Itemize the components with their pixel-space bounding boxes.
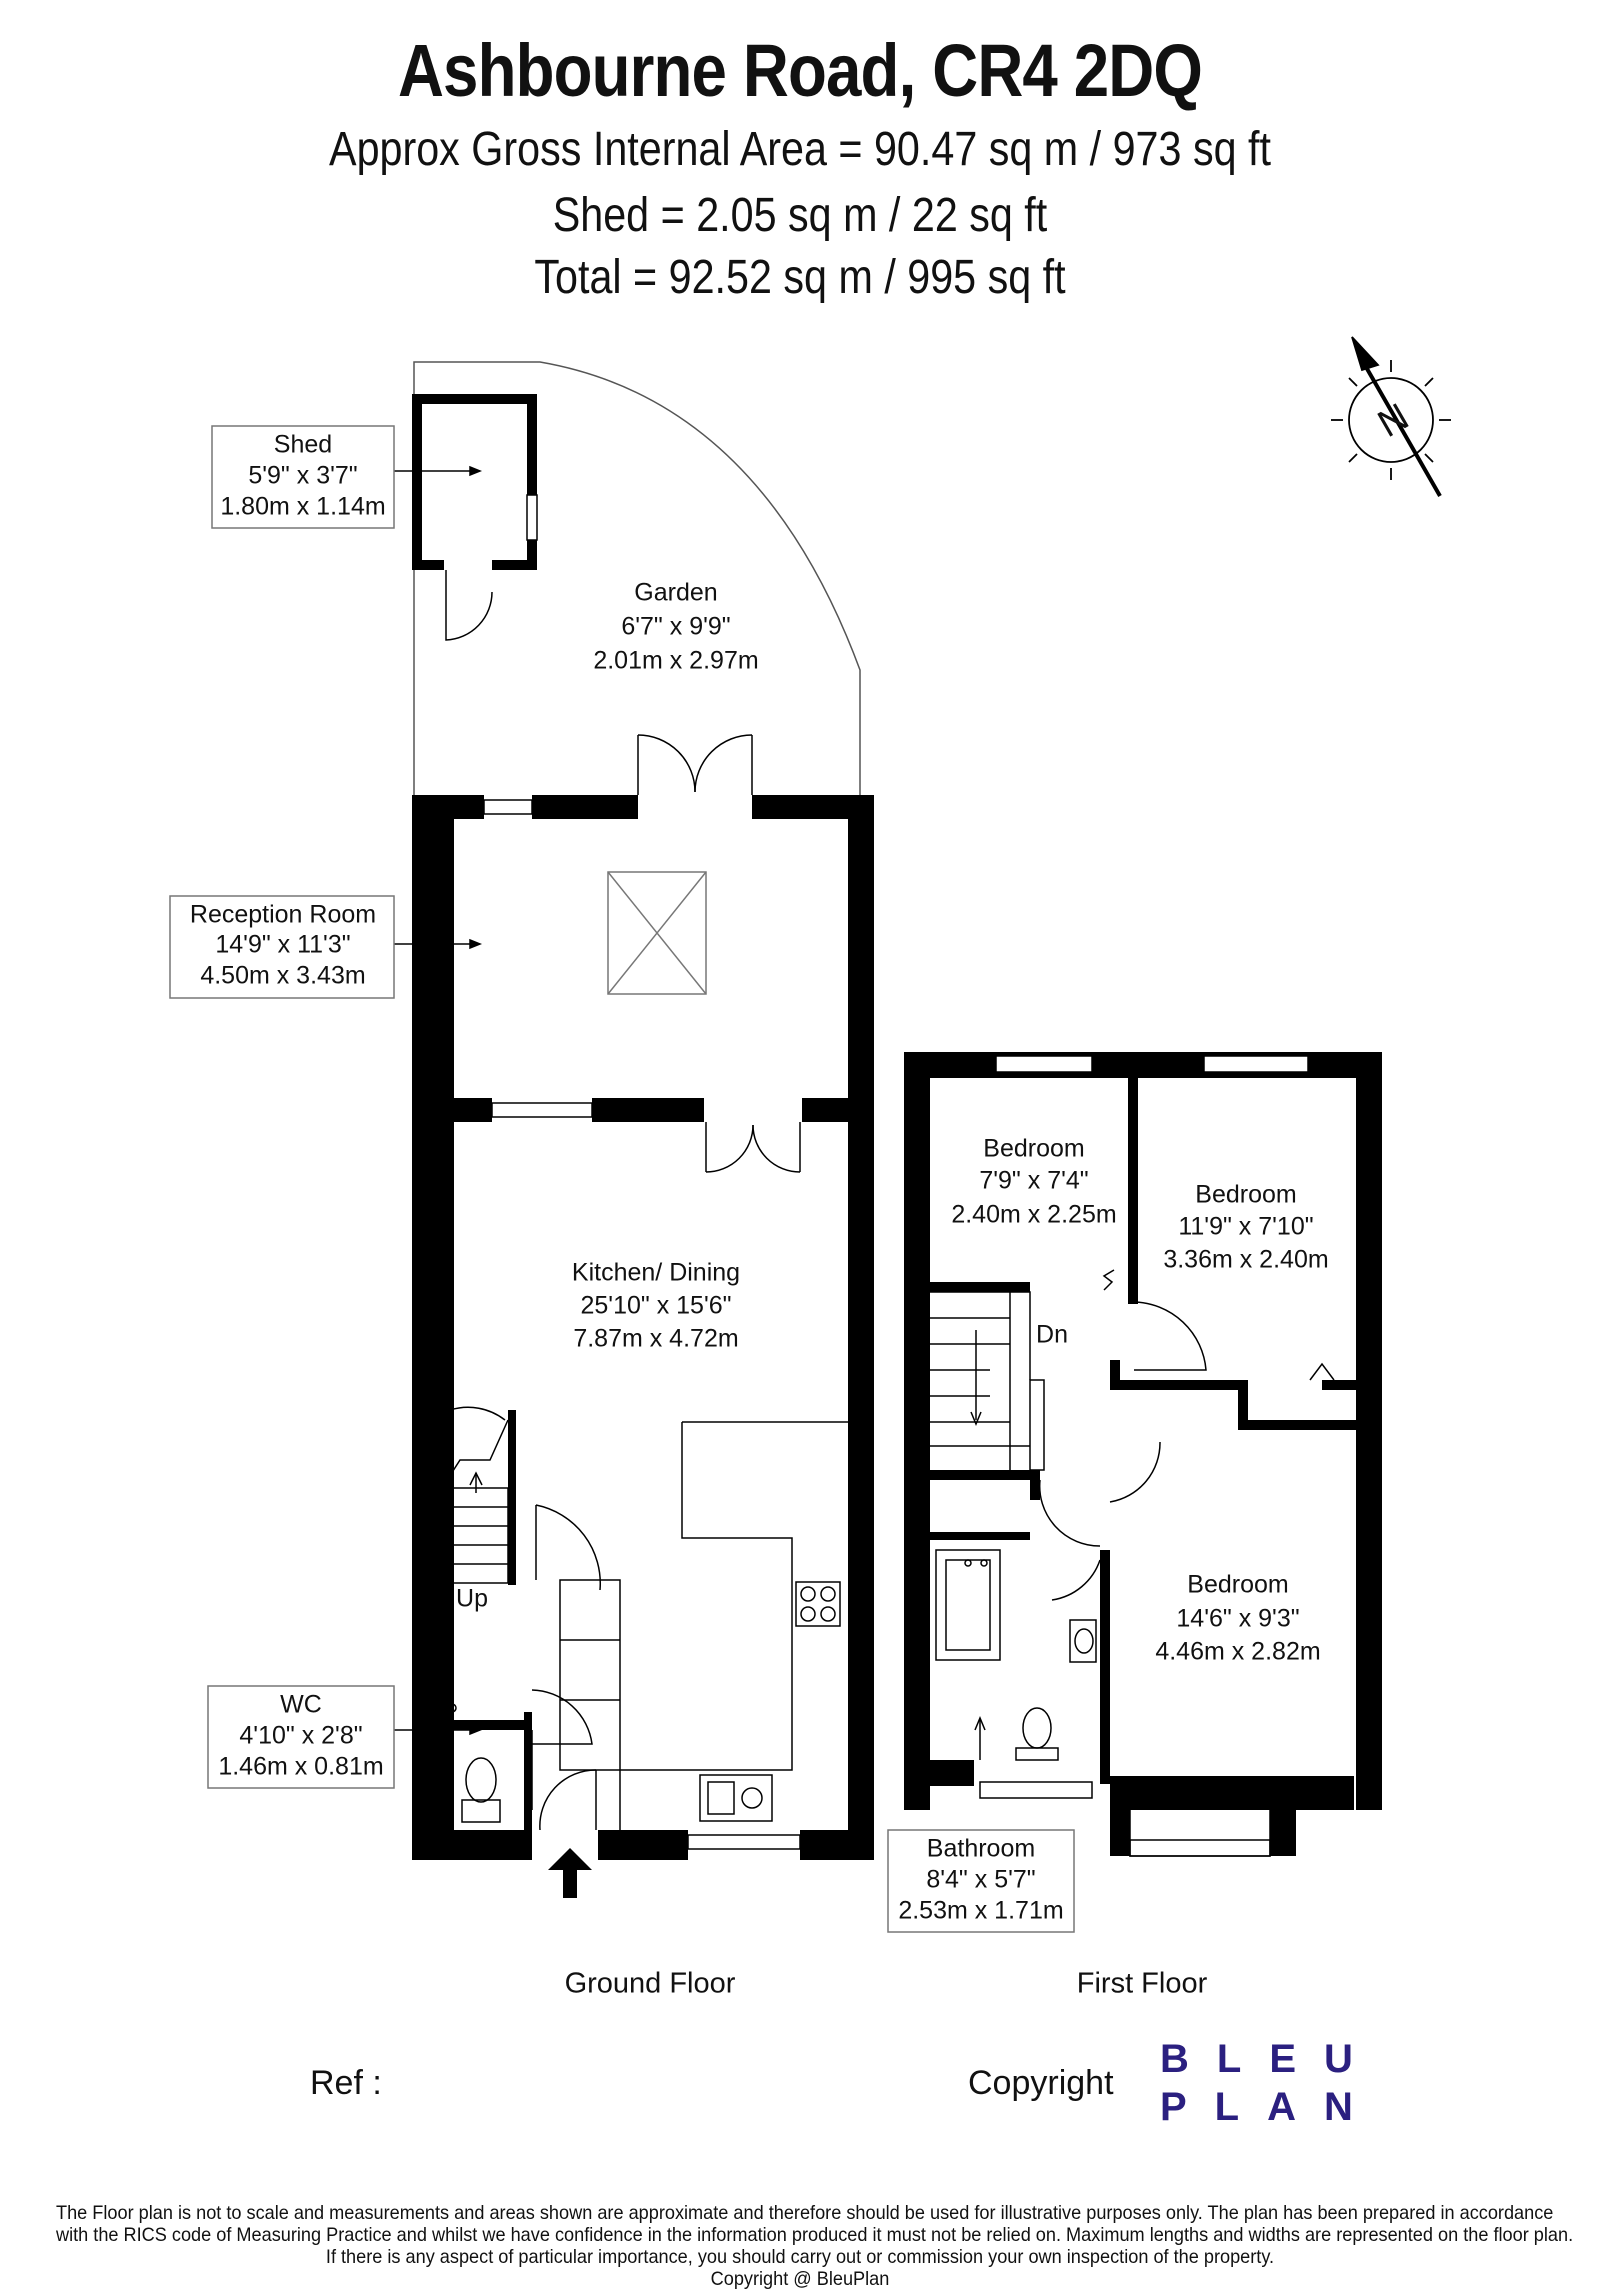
label-arrows (394, 465, 483, 1736)
logo-line-2: PLAN (1160, 2085, 1381, 2129)
wc-fixtures (443, 1688, 501, 1823)
bathroom-metric: 2.53m x 1.71m (898, 1897, 1063, 1925)
shed-label-box: Shed 5'9" x 3'7" 1.80m x 1.14m (211, 425, 395, 529)
total-area-text: Total = 92.52 sq m / 995 sq ft (534, 251, 1066, 304)
garden-outline (413, 361, 861, 795)
ground-stairs (441, 1406, 509, 1584)
garden-name: Garden (634, 579, 717, 607)
logo-line-1: BLEU (1160, 2037, 1381, 2081)
shed (412, 394, 538, 641)
bedroom2-metric: 3.36m x 2.40m (1163, 1246, 1328, 1274)
garden-label: Garden 6'7" x 9'9" 2.01m x 2.97m (593, 579, 758, 675)
bathroom-imperial: 8'4" x 5'7" (926, 1866, 1035, 1894)
wc-metric: 1.46m x 0.81m (218, 1753, 383, 1781)
kitchen-imperial: 25'10" x 15'6" (580, 1292, 731, 1320)
ground-floor-label: Ground Floor (565, 1968, 736, 2000)
shed-imperial: 5'9" x 3'7" (248, 462, 357, 490)
reception-label-box: Reception Room 14'9" x 11'3" 4.50m x 3.4… (169, 895, 395, 999)
disclaimer: The Floor plan is not to scale and measu… (0, 2202, 1600, 2290)
kitchen-metric: 7.87m x 4.72m (573, 1325, 738, 1353)
kitchen-counter (559, 1421, 848, 1830)
gross-area-text: Approx Gross Internal Area = 90.47 sq m … (329, 123, 1271, 176)
first-stairs (930, 1291, 1045, 1471)
wc-name: WC (280, 1691, 322, 1719)
bedroom3-imperial: 14'6" x 9'3" (1176, 1605, 1299, 1633)
bedroom2-name: Bedroom (1195, 1181, 1296, 1209)
kitchen-name: Kitchen/ Dining (572, 1259, 740, 1287)
kitchen-sink (699, 1774, 773, 1822)
first-windows (979, 1055, 1309, 1857)
bay-window (1129, 1810, 1271, 1857)
bedroom1-metric: 2.40m x 2.25m (951, 1201, 1116, 1229)
shed-metric: 1.80m x 1.14m (220, 493, 385, 521)
bedroom3-metric: 4.46m x 2.82m (1155, 1638, 1320, 1666)
bathroom-label-box: Bathroom 8'4" x 5'7" 2.53m x 1.71m (887, 1829, 1075, 1933)
reception-name: Reception Room (190, 901, 376, 929)
bathroom-fixtures (935, 1549, 1097, 1761)
bleuplan-logo: BLEU PLAN (1160, 2035, 1381, 2131)
disclaimer-line-1: The Floor plan is not to scale and measu… (56, 2202, 1554, 2224)
ref-label: Ref : (310, 2064, 382, 2102)
ground-floor-walls (412, 795, 874, 1860)
entrance-arrow-icon (548, 1848, 592, 1898)
bedroom3-label: Bedroom 14'6" x 9'3" 4.46m x 2.82m (1155, 1571, 1320, 1666)
disclaimer-line-4: Copyright @ BleuPlan (710, 2268, 890, 2290)
shed-name: Shed (274, 431, 332, 459)
disclaimer-line-3: If there is any aspect of particular imp… (325, 2246, 1275, 2268)
kitchen-label: Kitchen/ Dining 25'10" x 15'6" 7.87m x 4… (572, 1259, 740, 1353)
bedroom2-imperial: 11'9" x 7'10" (1178, 1213, 1313, 1241)
reception-imperial: 14'9" x 11'3" (215, 931, 350, 959)
bedroom1-name: Bedroom (983, 1135, 1084, 1163)
stairs-down-label: Dn (1036, 1321, 1068, 1349)
garden-imperial: 6'7" x 9'9" (621, 613, 730, 641)
ground-windows (483, 799, 801, 1850)
disclaimer-line-2: with the RICS code of Measuring Practice… (56, 2224, 1574, 2246)
compass-icon (1331, 336, 1451, 497)
skylight (607, 871, 707, 995)
patio-doors (637, 734, 753, 795)
first-floor-walls (904, 1052, 1382, 1856)
bedroom3-name: Bedroom (1187, 1571, 1288, 1599)
kitchen-doors (705, 1122, 801, 1173)
hall-doors (531, 1504, 602, 1831)
first-floor-label: First Floor (1077, 1968, 1208, 2000)
garden-metric: 2.01m x 2.97m (593, 647, 758, 675)
page-title: Ashbourne Road, CR4 2DQ (397, 29, 1203, 112)
copyright-label: Copyright (968, 2064, 1114, 2102)
bedroom1-imperial: 7'9" x 7'4" (979, 1167, 1088, 1195)
wc-imperial: 4'10" x 2'8" (239, 1722, 362, 1750)
wc-label-box: WC 4'10" x 2'8" 1.46m x 0.81m (207, 1685, 395, 1789)
shed-area-text: Shed = 2.05 sq m / 22 sq ft (552, 189, 1048, 242)
bathroom-name: Bathroom (927, 1835, 1035, 1863)
first-doors (1038, 1269, 1335, 1601)
stairs-up-label: Up (456, 1585, 488, 1613)
reception-metric: 4.50m x 3.43m (200, 962, 365, 990)
bedroom2-label: Bedroom 11'9" x 7'10" 3.36m x 2.40m (1163, 1181, 1328, 1274)
bedroom1-label: Bedroom 7'9" x 7'4" 2.40m x 2.25m (951, 1135, 1116, 1229)
